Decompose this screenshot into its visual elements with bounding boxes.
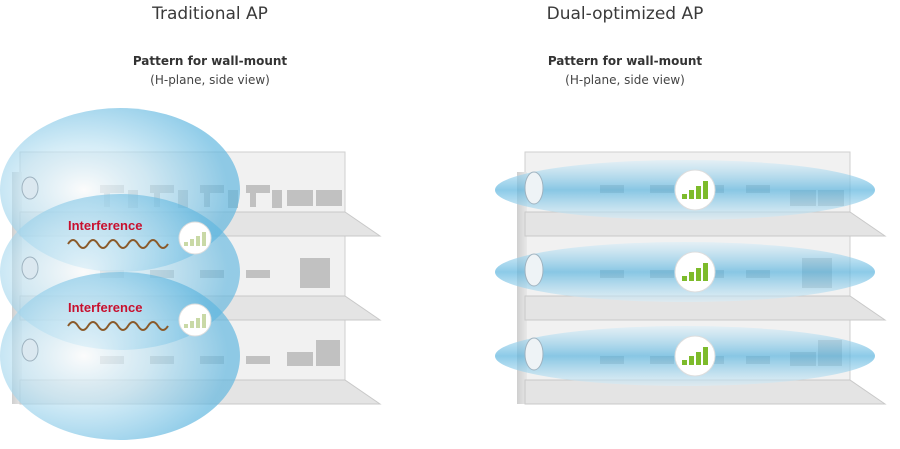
access-point-icon	[21, 176, 39, 200]
interference-wave-icon	[67, 321, 169, 331]
dual-optimized-ap-panel: Dual-optimized AP Pattern for wall-mount…	[450, 0, 900, 449]
interference-label-upper: Interference	[68, 218, 142, 233]
access-point-icon	[524, 253, 544, 287]
dual-optimized-ap-title: Dual-optimized AP	[546, 4, 704, 24]
signal-strength-icon	[674, 251, 716, 293]
signal-strength-icon	[674, 335, 716, 377]
traditional-ap-devices	[21, 176, 39, 362]
signal-strength-icon	[178, 303, 212, 337]
traditional-pattern-subheading: (H-plane, side view)	[150, 73, 270, 87]
access-point-icon	[21, 256, 39, 280]
traditional-ap-title: Traditional AP	[152, 4, 268, 24]
dual-pattern-heading: Pattern for wall-mount	[547, 54, 703, 68]
interference-label-lower: Interference	[68, 300, 142, 315]
signal-strength-icon	[674, 169, 716, 211]
signal-strength-icon	[178, 221, 212, 255]
dual-pattern-subheading: (H-plane, side view)	[565, 73, 685, 87]
traditional-building-diagram: Interference Interference	[0, 108, 382, 440]
access-point-icon	[21, 338, 39, 362]
dual-optimized-building-diagram	[495, 151, 887, 405]
access-point-icon	[524, 171, 544, 205]
interference-wave-icon	[67, 239, 169, 249]
traditional-ap-panel: Traditional AP Pattern for wall-mount (H…	[0, 4, 382, 440]
dual-optimized-ap-devices	[524, 171, 544, 371]
access-point-icon	[524, 337, 544, 371]
traditional-pattern-heading: Pattern for wall-mount	[132, 54, 288, 68]
